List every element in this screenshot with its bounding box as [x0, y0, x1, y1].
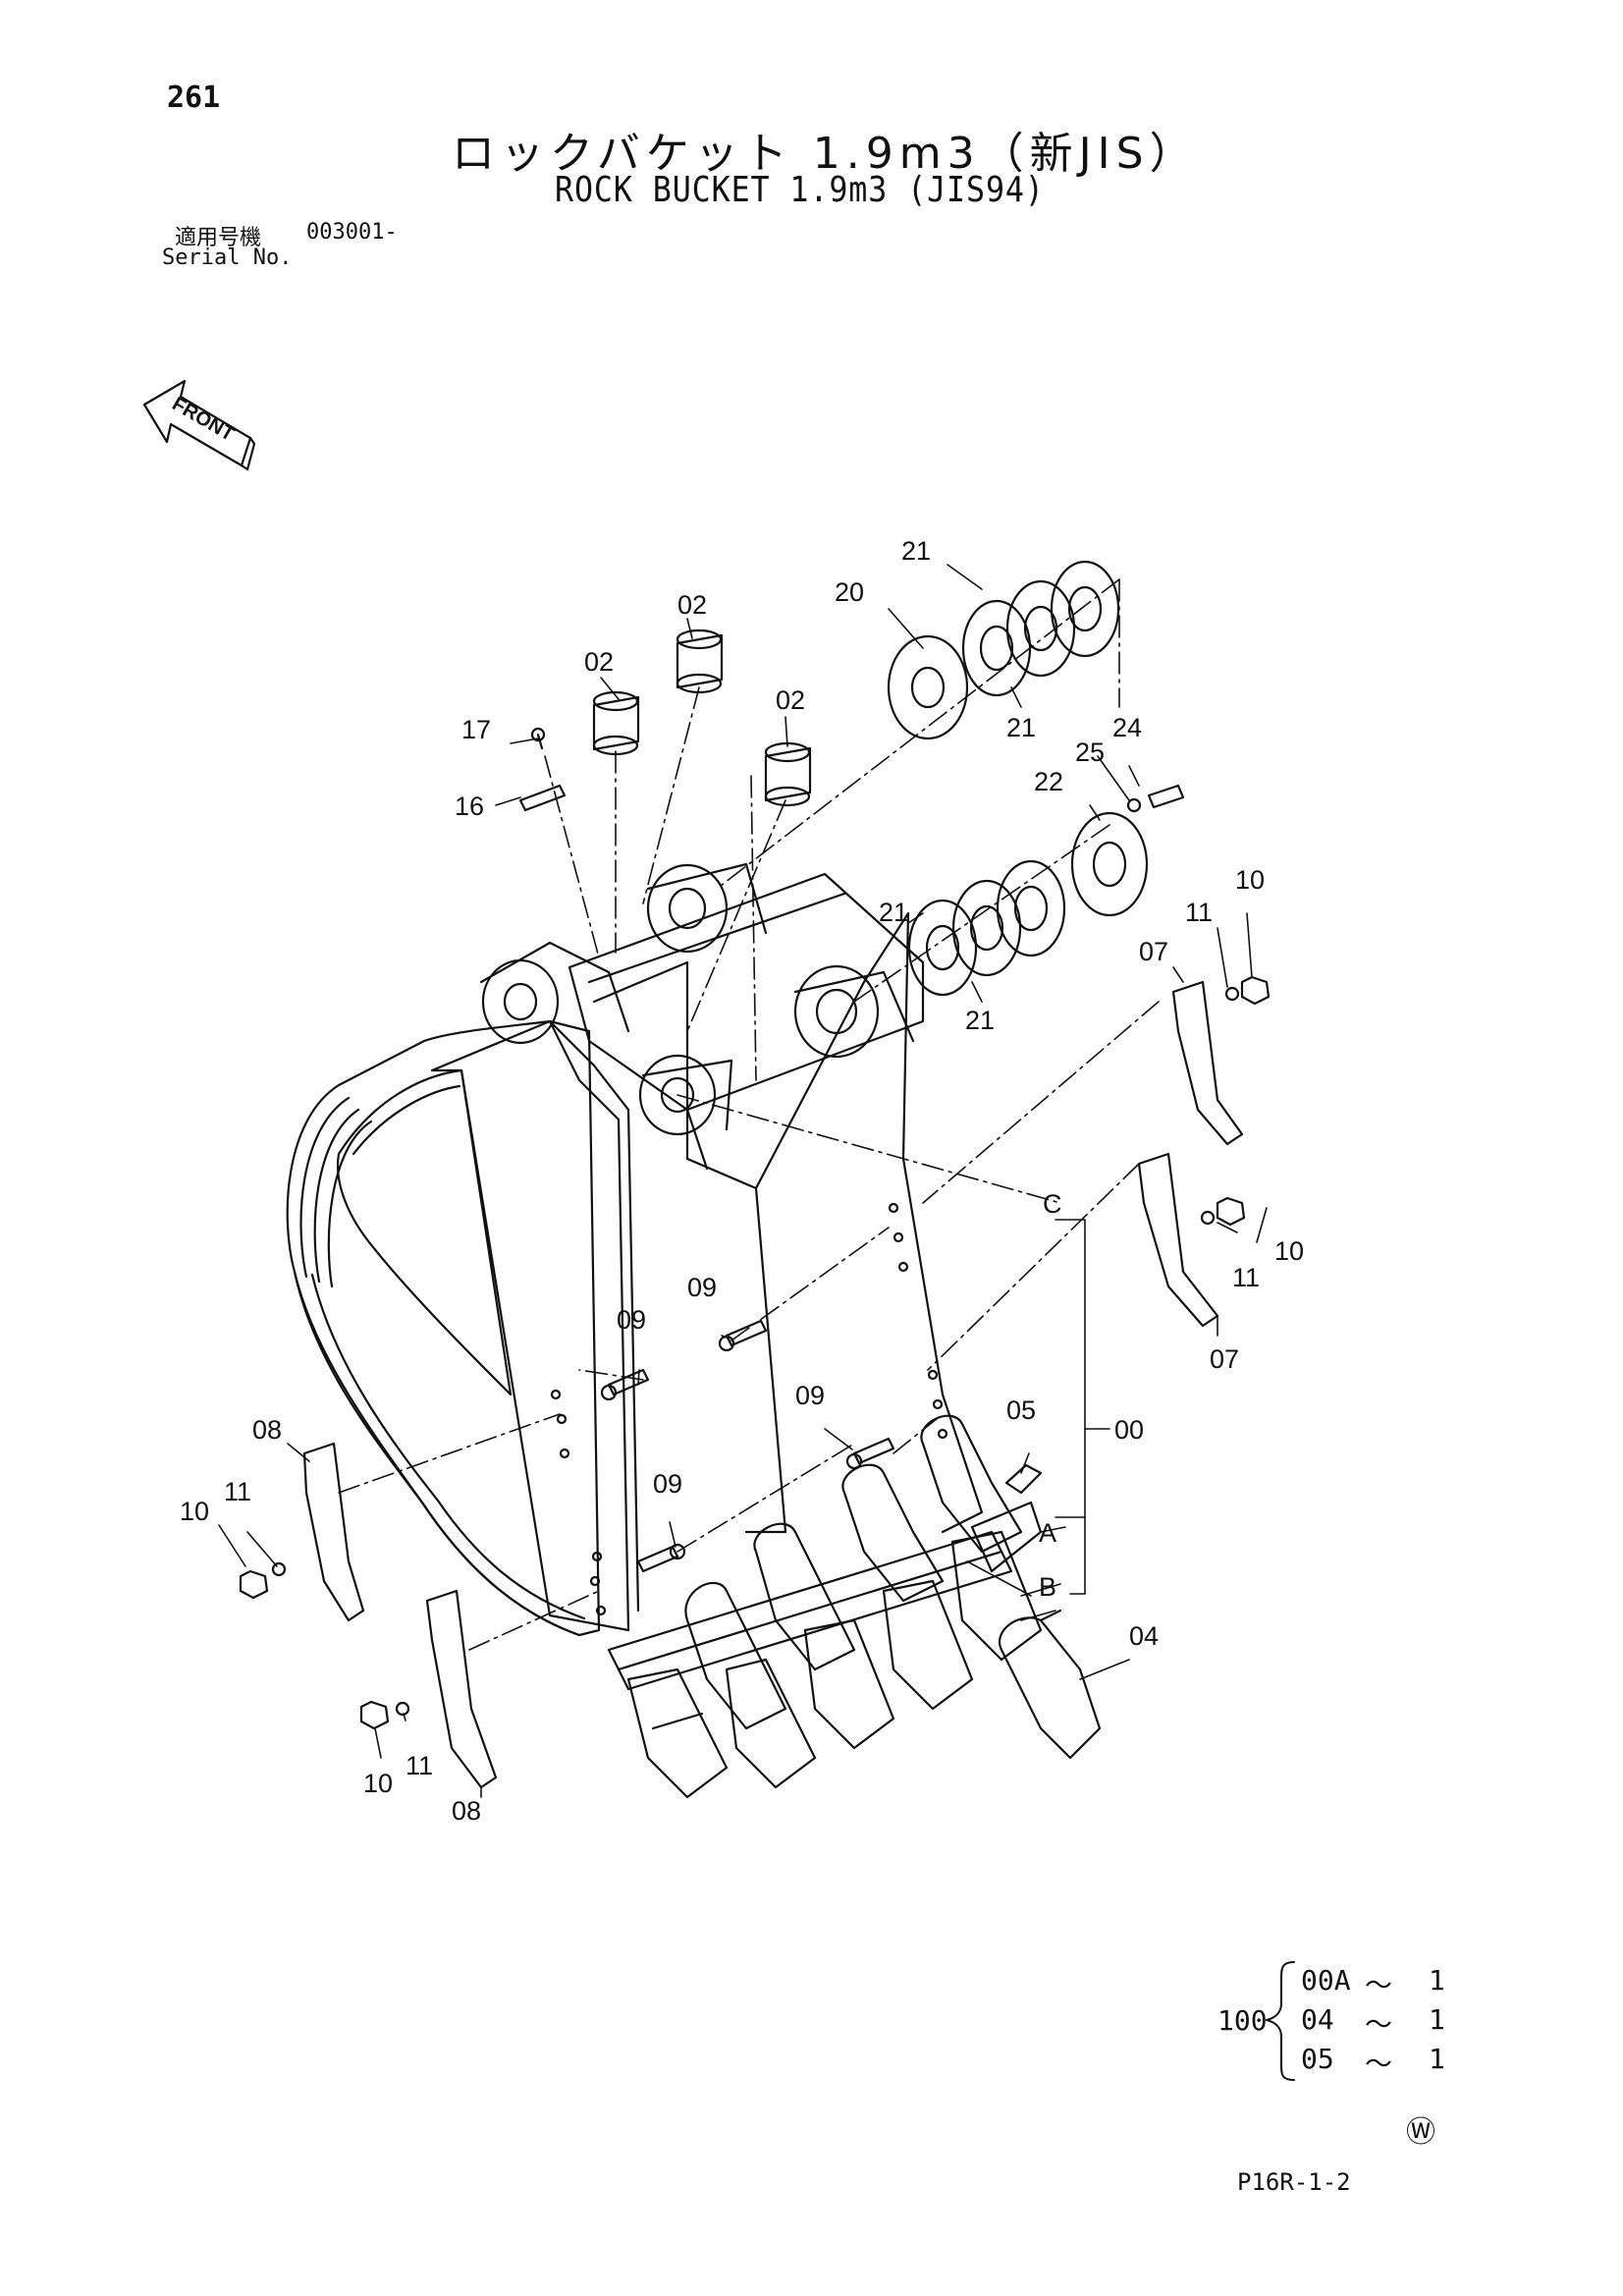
kit-item-separator: 〜 — [1365, 2048, 1393, 2080]
callout-21: 21 — [879, 898, 908, 927]
callout-leaders — [218, 564, 1268, 1798]
callout-02: 02 — [584, 647, 614, 677]
callout-10: 10 — [1274, 1236, 1304, 1266]
callout-11: 11 — [1185, 898, 1213, 927]
callout-16: 16 — [455, 792, 484, 821]
callout-21: 21 — [1006, 713, 1036, 742]
callout-20: 20 — [835, 577, 864, 607]
callout-11: 11 — [406, 1751, 433, 1780]
kit-brace — [1266, 1961, 1295, 2081]
serial-label-english: Serial No. — [162, 246, 293, 270]
callout-05: 05 — [1006, 1395, 1036, 1425]
serial-number-value: 003001- — [306, 220, 398, 245]
watermark-w-icon: Ⓦ — [1406, 2115, 1435, 2150]
side-cutters — [239, 975, 1271, 1789]
callout-07: 07 — [1210, 1344, 1239, 1374]
callout-25: 25 — [1075, 738, 1105, 767]
kit-item-part: 05 — [1301, 2043, 1334, 2075]
callout-ref-A: A — [1039, 1518, 1056, 1548]
callout-02: 02 — [677, 590, 707, 620]
callout-07: 07 — [1139, 937, 1168, 966]
kit-item-qty: 1 — [1429, 1964, 1445, 1996]
kit-item-part: 04 — [1301, 2003, 1334, 2036]
kit-item-qty: 1 — [1429, 2043, 1445, 2075]
callout-17: 17 — [461, 715, 491, 744]
callout-08: 08 — [252, 1415, 282, 1445]
callout-11: 11 — [224, 1477, 251, 1506]
bushing-02 — [592, 629, 812, 807]
callout-22: 22 — [1034, 767, 1063, 796]
callout-10: 10 — [1235, 865, 1265, 895]
alignment-lines — [338, 578, 1160, 1651]
front-arrow-icon: FRONT — [142, 379, 256, 471]
callout-09: 09 — [687, 1273, 717, 1302]
callout-21: 21 — [965, 1006, 995, 1035]
kit-item-separator: 〜 — [1365, 1969, 1393, 2001]
callout-10: 10 — [363, 1769, 393, 1798]
callout-09: 09 — [617, 1305, 646, 1335]
bucket-teeth — [626, 1414, 1043, 1799]
plate-16-screw-17 — [518, 727, 567, 812]
callout-04: 04 — [1129, 1621, 1159, 1651]
callout-09: 09 — [653, 1469, 682, 1499]
bucket-body — [286, 862, 1013, 1691]
callout-ref-B: B — [1039, 1572, 1056, 1602]
callout-21: 21 — [901, 536, 931, 566]
kit-item-separator: 〜 — [1365, 2008, 1393, 2041]
callout-08: 08 — [452, 1796, 481, 1826]
callout-00: 00 — [1114, 1415, 1144, 1445]
front-arrow-label: FRONT — [169, 393, 239, 445]
kit-number: 100 — [1217, 2004, 1268, 2037]
kit-item-part: 00A — [1301, 1964, 1351, 1996]
callout-09: 09 — [795, 1381, 825, 1410]
callout-02: 02 — [776, 685, 805, 715]
shim-plates — [887, 560, 1185, 997]
bolts-09 — [600, 1319, 895, 1573]
lock-pin-05 — [970, 1463, 1043, 1573]
title-english: ROCK BUCKET 1.9m3 (JIS94) — [555, 170, 1045, 210]
page-number: 261 — [167, 81, 221, 115]
callout-10: 10 — [180, 1497, 209, 1526]
page-code: P16R-1-2 — [1237, 2168, 1351, 2196]
tooth-point-04 — [998, 1609, 1102, 1760]
title-japanese: ロックバケット 1.9m3（新JIS） — [452, 129, 1199, 179]
callout-11: 11 — [1232, 1263, 1260, 1292]
kit-item-qty: 1 — [1429, 2003, 1445, 2036]
callout-ref-C: C — [1043, 1189, 1062, 1219]
serial-label-japanese: 適用号機 — [175, 226, 262, 250]
callout-labels: 02 02 02 17 16 21 20 21 24 25 22 21 21 0… — [180, 536, 1304, 1826]
callout-24: 24 — [1112, 713, 1142, 742]
